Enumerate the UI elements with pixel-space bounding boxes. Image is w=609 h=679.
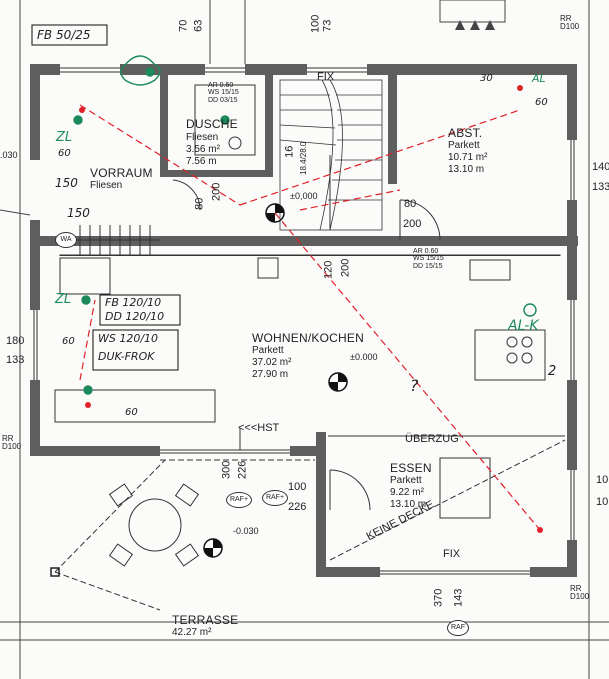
hand-2: 2	[548, 364, 557, 379]
dim-133b: 133	[592, 181, 609, 193]
room-name-abst: ABST.	[448, 126, 483, 140]
dim-100-top: 100	[309, 14, 322, 33]
dim-100b: 100	[288, 481, 307, 493]
hand-ws-box: WS 120/10	[98, 332, 159, 345]
room-area-terrasse: 42.27 m²	[172, 627, 212, 638]
room-area-essen: 9.22 m²	[390, 487, 424, 498]
hand-duk: DUK-FROK	[98, 350, 155, 363]
dim-80a: 80	[193, 197, 206, 210]
hand-al: AL	[532, 72, 546, 85]
hand-alk: AL-K	[508, 318, 539, 334]
wall-dusche-south	[160, 170, 273, 177]
window-spec-kitchen: AR 0.60 WS 15/15 DD 15/15	[413, 248, 444, 270]
hand-question: ?	[410, 376, 419, 395]
label-rr-d100-3: RR D100	[570, 584, 590, 602]
hand-60c: 60	[125, 407, 138, 418]
wall-dusche-east	[265, 64, 273, 176]
hand-60d: 60	[62, 336, 75, 347]
room-floor-essen: Parkett	[390, 475, 422, 486]
wall-north	[30, 64, 577, 75]
level-terrace: -0.030	[233, 526, 259, 536]
annotations-green	[73, 55, 537, 395]
dim-370: 370	[432, 588, 445, 607]
room-name-terrasse: TERRASSE	[172, 613, 239, 627]
label-fix-top: FIX	[317, 71, 335, 83]
dim-300: 300	[220, 460, 233, 479]
room-area-dusche: 3.56 m²	[186, 144, 220, 155]
label-fix-bottom: FIX	[443, 548, 461, 560]
label-raf-1: RAF+	[226, 492, 252, 508]
room-perimeter-abst: 13.10 m	[448, 164, 485, 175]
dim-140: 140	[592, 161, 609, 173]
level-left: .030	[0, 150, 18, 160]
dim-10a: 10	[596, 474, 609, 486]
dim-200c: 200	[339, 258, 352, 277]
window-spec-dusche: AR 0.60 WS 15/15 DD 03/15	[208, 82, 239, 104]
hand-150b: 150	[67, 206, 90, 220]
hand-fb-box: FB 120/10	[105, 296, 162, 309]
electrical-lines	[79, 104, 541, 531]
dim-133a: 133	[6, 354, 25, 366]
dim-63: 63	[192, 19, 205, 32]
staircase	[279, 79, 383, 231]
room-perimeter-wohnen: 27.90 m	[252, 369, 289, 380]
dim-200a: 200	[210, 182, 223, 201]
hand-zl-2: ZL	[55, 292, 72, 307]
wall-west	[30, 64, 40, 456]
room-name-wohnen: WOHNEN/KOCHEN	[252, 331, 364, 345]
wall-essen-west	[316, 432, 326, 577]
room-perimeter-essen: 13.10 m	[390, 499, 427, 510]
dim-stairs: 18.4/28.0	[299, 141, 308, 175]
level-living: ±0.000	[350, 352, 378, 362]
dim-180: 180	[6, 335, 25, 347]
room-floor-abst: Parkett	[448, 140, 480, 151]
furniture	[54, 84, 561, 567]
label-ueberzug: ÜBERZUG	[405, 433, 459, 445]
dim-16: 16	[283, 145, 296, 158]
hand-30: 30	[480, 73, 493, 84]
room-floor-wohnen: Parkett	[252, 345, 284, 356]
wall-abst-west	[388, 64, 397, 184]
dim-73: 73	[321, 19, 334, 32]
room-area-wohnen: 37.02 m²	[252, 357, 292, 368]
dim-10b: 10	[596, 496, 609, 508]
label-wa: WA	[55, 232, 77, 248]
hand-dd-box: DD 120/10	[105, 310, 165, 323]
label-hst: <<<HST	[238, 422, 280, 434]
room-name-essen: ESSEN	[390, 461, 432, 475]
room-name-dusche: DUSCHE	[186, 117, 238, 131]
wall-dusche-west	[160, 64, 168, 176]
hand-fb-top: FB 50/25	[37, 28, 91, 42]
label-rr-d100-1: RR D100	[560, 14, 580, 32]
hand-150a: 150	[55, 176, 78, 190]
room-area-abst: 10.71 m²	[448, 152, 488, 163]
level-entry: ±0,000	[290, 191, 318, 201]
room-floor-vorraum: Fliesen	[90, 180, 123, 191]
doors	[172, 179, 441, 511]
dim-200b: 200	[403, 218, 422, 230]
dim-226b: 226	[288, 501, 307, 513]
label-raf-3: RAF	[447, 620, 469, 636]
dim-80b: 80	[404, 198, 417, 210]
hand-60b: 60	[535, 97, 548, 108]
dim-120: 120	[322, 260, 335, 279]
dim-70: 70	[177, 19, 190, 32]
label-rr-d100-2: RR D100	[2, 434, 22, 452]
dim-226a: 226	[236, 460, 249, 479]
room-name-vorraum: VORRAUM	[90, 166, 153, 180]
dim-143: 143	[452, 588, 465, 607]
wall-middle	[30, 236, 578, 246]
room-perimeter-dusche: 7.56 m	[186, 156, 217, 167]
hand-zl-1: ZL	[56, 130, 73, 145]
hand-60a: 60	[58, 148, 71, 159]
room-floor-dusche: Fliesen	[186, 132, 219, 143]
label-raf-2: RAF+	[262, 490, 288, 506]
